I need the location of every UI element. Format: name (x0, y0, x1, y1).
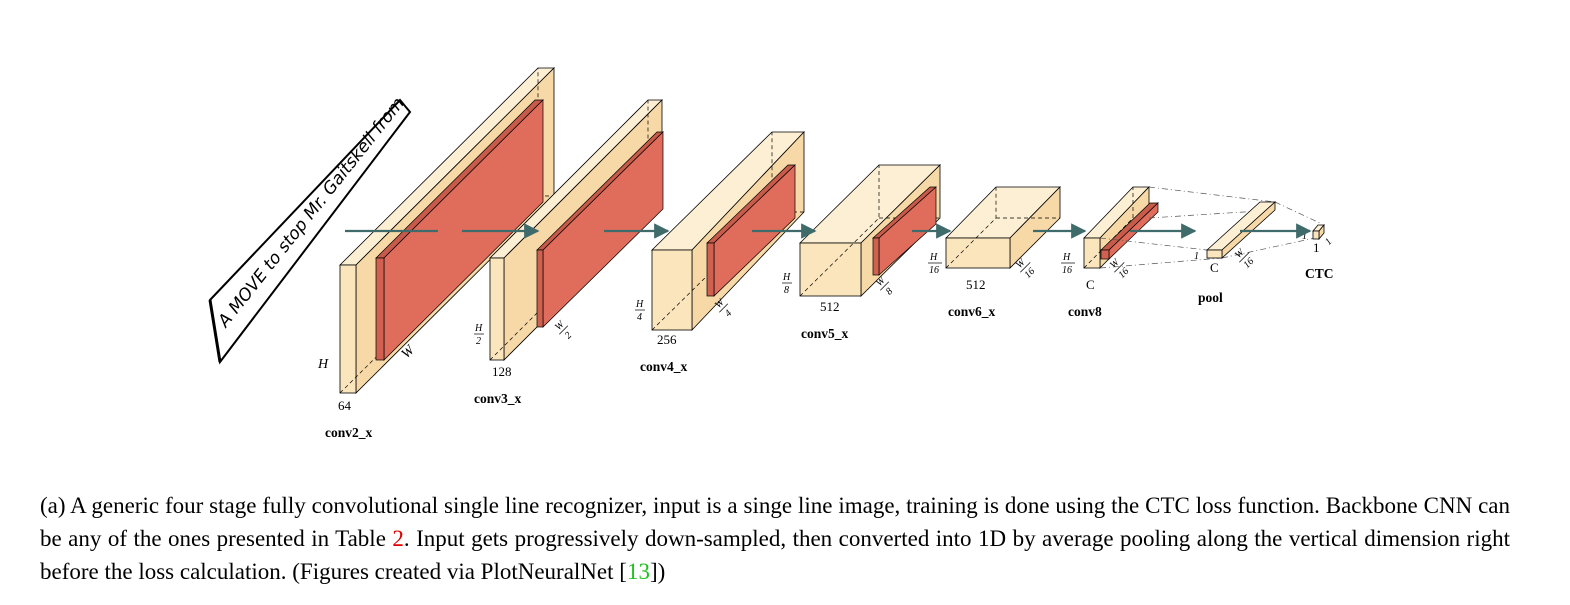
channels-label: 512 (966, 277, 986, 292)
channels-label: C (1210, 260, 1219, 275)
block-ctc: 1 1 1 CTC (1302, 223, 1334, 281)
dim-h16: H 16 (1061, 252, 1075, 276)
dim-w16: W 16 (1233, 246, 1256, 271)
block-conv5-x: H 8 W 8 512 conv5_x (782, 164, 941, 341)
svg-text:H: H (929, 252, 938, 263)
svg-text:16: 16 (1062, 265, 1072, 276)
dim-w4: W 4 (713, 296, 734, 319)
block-conv8: H 16 W 16 C conv8 (1061, 186, 1159, 319)
table-ref-link[interactable]: 2 (392, 526, 404, 551)
dim-one: 1 (1194, 251, 1199, 262)
caption-text: ]) (649, 559, 666, 584)
svg-text:H: H (1062, 252, 1071, 263)
channels-label: 64 (338, 398, 352, 413)
layer-name: conv6_x (948, 304, 996, 319)
dim-w2: W 2 (553, 318, 574, 341)
channels-label: 128 (492, 364, 512, 379)
layer-name: conv2_x (325, 425, 373, 440)
citation-link[interactable]: 13 (626, 559, 650, 584)
caption-text: (a) A generic four stage fully convoluti… (40, 493, 1510, 551)
caption-text: . Input gets progressively down-sampled,… (40, 526, 1510, 584)
dim-one: 1 (1302, 231, 1307, 242)
svg-text:16: 16 (929, 265, 939, 276)
channels-label: 256 (657, 332, 677, 347)
channels-label: 512 (820, 299, 840, 314)
channels-label: C (1086, 277, 1095, 292)
block-conv3-x: H 2 W 2 128 conv3_x (474, 99, 664, 406)
layer-name: conv5_x (801, 326, 849, 341)
svg-text:4: 4 (723, 308, 734, 319)
cnn-architecture-diagram: A MOVE to stop Mr. Gaitskell from H W 64… (208, 67, 1334, 440)
svg-text:4: 4 (637, 312, 642, 323)
dim-w8: W 8 (874, 274, 895, 297)
layer-name: CTC (1305, 266, 1334, 281)
dim-h: H (317, 357, 329, 372)
dim-h8: H 8 (782, 272, 792, 296)
dim-h2: H 2 (474, 323, 484, 347)
layer-name: pool (1198, 290, 1223, 305)
layer-name: conv8 (1068, 304, 1102, 319)
figure-caption: (a) A generic four stage fully convoluti… (40, 489, 1510, 588)
svg-text:8: 8 (784, 285, 789, 296)
svg-text:H: H (635, 299, 644, 310)
block-pool: 1 W 16 C pool (1194, 201, 1277, 305)
dim-w16: W 16 (1108, 256, 1131, 281)
layer-name: conv4_x (640, 359, 688, 374)
dim-one: 1 (1323, 236, 1334, 247)
channels-label: 1 (1313, 240, 1320, 255)
svg-text:2: 2 (476, 336, 481, 347)
svg-text:8: 8 (884, 286, 895, 297)
dim-h16: H 16 (928, 252, 942, 276)
block-conv6-x: H 16 W 16 512 conv6_x (928, 186, 1061, 319)
svg-text:H: H (474, 323, 483, 334)
svg-text:H: H (782, 272, 791, 283)
dim-h4: H 4 (635, 299, 645, 323)
layer-name: conv3_x (474, 391, 522, 406)
svg-text:2: 2 (563, 330, 574, 341)
